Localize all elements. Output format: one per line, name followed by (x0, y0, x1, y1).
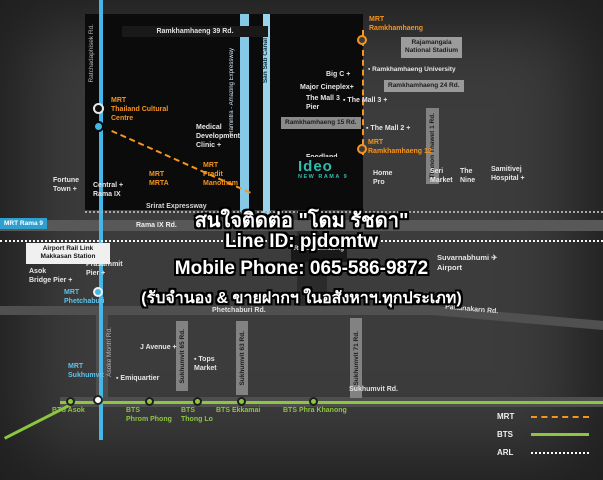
mrt-orange-dashed-line (362, 30, 364, 155)
san-sab-canal-band (263, 14, 270, 219)
watermark-line-1: สนใจติดต่อ "โดม รัชดา" (194, 210, 409, 232)
road-label-ratchadaphisek: Ratchadaphisek Rd. (88, 24, 95, 83)
place-major-cineplex: Major Cineplex+ (300, 84, 354, 91)
place-the-nine: The Nine (460, 168, 476, 185)
mrt-phetchaburi-station-dot (93, 287, 103, 297)
road-label-sukhumvit-63: Sukhumvit 63 Rd. (236, 321, 248, 395)
place-fortune-town: Fortune Town + (53, 177, 80, 194)
station-label-bts-phrom-phong: BTS Phrom Phong (126, 407, 172, 424)
road-label-ramkhamhaeng-15: Ramkhamhaeng 15 Rd. (281, 117, 361, 130)
ideo-logo: Ideo NEW RAMA 9 (294, 157, 353, 182)
station-label-mrt-ramkhamhaeng-12: MRT Ramkhamhaeng 12 (368, 139, 432, 156)
place-samitivej-hospital: Samitivej Hospital + (491, 166, 525, 183)
station-label-bts-asok: BTS Asok (52, 407, 85, 414)
road-label-phetchaburi: Phetchaburi Rd. (212, 307, 266, 314)
bts-phra-khanong-station-dot (309, 397, 318, 406)
place-big-c: Big C + (326, 71, 351, 78)
station-label-mrt-ramkhamhaeng: MRT Ramkhamhaeng (369, 16, 424, 33)
watermark-line-3: Mobile Phone: 065-586-9872 (174, 258, 429, 279)
road-label-sukhumvit-65: Sukhumvit 65 Rd. (176, 321, 188, 391)
place-suvarnabhumi-airport: Suvarnabhumi ✈ Airport (437, 253, 498, 272)
station-label-mrt-phetchaburi: MRT Phetchaburi (64, 289, 105, 306)
mrt-station-dot (93, 121, 104, 132)
legend-mrt-line-sample (531, 415, 589, 418)
legend-row-arl: ARL (497, 448, 589, 457)
station-label-mrt-sukhumvit: MRT Sukhumvit (68, 363, 104, 380)
legend-label-bts: BTS (497, 430, 513, 439)
place-tops-market: ▪ Tops Market (194, 356, 217, 373)
road-label-sukhumvit-71-text: Sukhumvit 71 Rd. (352, 330, 360, 386)
place-ramkhamhaeng-university: ▪ Ramkhamhaeng University (368, 66, 456, 73)
mrt-cultural-centre-station-dot (93, 103, 104, 114)
bts-phrom-phong-station-dot (145, 397, 154, 406)
place-the-mall-3-pier: The Mall 3 Pier (306, 95, 340, 112)
station-label-mrt-thailand-cultural-centre: MRT Thailand Cultural Centre (111, 97, 169, 123)
legend-row-bts: BTS (497, 430, 589, 439)
rama9-road-band (0, 220, 603, 231)
road-label-rama9: Rama IX Rd. (136, 222, 177, 229)
place-rajamangala-stadium: Rajamangala National Stadium (401, 37, 463, 58)
bts-asok-station-dot (66, 397, 75, 406)
srirat-expressway-dotted-line (85, 211, 603, 213)
ideo-logo-sub: NEW RAMA 9 (298, 174, 349, 180)
place-the-mall-2: ▪ The Mall 2 + (366, 125, 411, 132)
place-home-pro: Home Pro (373, 170, 393, 187)
road-label-ramkhamhaeng-39: Ramkhamhaeng 39 Rd. (122, 26, 268, 37)
road-label-sukhumvit: Sukhumvit Rd. (349, 386, 399, 393)
station-sign-mrt-rama9: MRT Rama 9 (0, 218, 48, 229)
legend-row-mrt: MRT (497, 412, 589, 421)
asok-interchange-dot (93, 395, 103, 405)
road-label-sukhumvit-71: Sukhumvit 71 Rd. (350, 318, 362, 398)
legend-bts-line-sample (531, 433, 589, 436)
road-label-sukhumvit-65-text: Sukhumvit 65 Rd. (178, 328, 186, 384)
road-label-srirat-expressway: Srirat Expressway (146, 203, 207, 210)
road-sign-ramkhamhaeng: Ramkhamhaeng (291, 236, 347, 262)
place-the-mall-3: ▪ The Mall 3 + (343, 97, 388, 104)
station-label-mrt-mrta: MRT MRTA (149, 171, 169, 188)
legend-arl-line-sample (531, 451, 589, 454)
mrt-blue-line (99, 0, 103, 440)
road-label-asoke-montri: Asoke Montri Rd. (106, 327, 113, 377)
place-j-avenue: J Avenue + (140, 344, 177, 351)
bts-ekkamai-station-dot (237, 397, 246, 406)
station-label-bts-phra-khanong: BTS Phra Khanong (283, 407, 347, 414)
ideo-logo-name: Ideo (298, 158, 333, 175)
place-asok-bridge-pier: Asok Bridge Pier + (29, 268, 73, 285)
station-sign-arl-makkasan: Airport Rail Link Makkasan Station (26, 243, 110, 264)
watermark-line-2: Line ID: pjdomtw (224, 231, 379, 252)
bts-thong-lo-station-dot (193, 397, 202, 406)
bts-green-line (60, 401, 603, 404)
place-seri-market: Seri Market (430, 168, 453, 185)
station-label-mrt-pradit-manotham: MRT Pradit Manotham (203, 162, 238, 188)
phetchaburi-road-band (0, 306, 440, 315)
place-central-rama9: Central + Rama IX (93, 182, 124, 199)
mrt-ramkhamhaeng-station-dot (357, 35, 367, 45)
legend-label-mrt: MRT (497, 412, 515, 421)
place-emquartier: ▪ Emiquartier (116, 375, 160, 382)
place-prasarnmit-pier: Prasarnmit Pier + (86, 261, 123, 278)
road-label-ramintra-expressway: Ramintra - Amazing Expressway (229, 48, 235, 135)
mrt-ramkhamhaeng12-station-dot (357, 144, 367, 154)
ramintra-expressway-band (240, 14, 249, 212)
road-label-thanon-thawet-1: Thanon Thawet 1 Rd. (426, 108, 439, 184)
station-label-bts-thong-lo: BTS Thong Lo (181, 407, 213, 424)
watermark-line-4: (รับจำนอง & ขายฝากฯ ในอสังหาฯ.ทุกประเภท) (141, 290, 462, 307)
road-label-san-sab-canal: San Sab Canal (262, 38, 269, 84)
station-label-bts-ekkamai: BTS Ekkamai (216, 407, 261, 414)
road-label-sukhumvit-63-text: Sukhumvit 63 Rd. (238, 330, 246, 386)
place-medical-development-clinic: Medical Development Clinic + (196, 124, 240, 150)
road-label-ramkhamhaeng-24: Ramkhamhaeng 24 Rd. (384, 80, 464, 93)
legend-label-arl: ARL (497, 448, 514, 457)
